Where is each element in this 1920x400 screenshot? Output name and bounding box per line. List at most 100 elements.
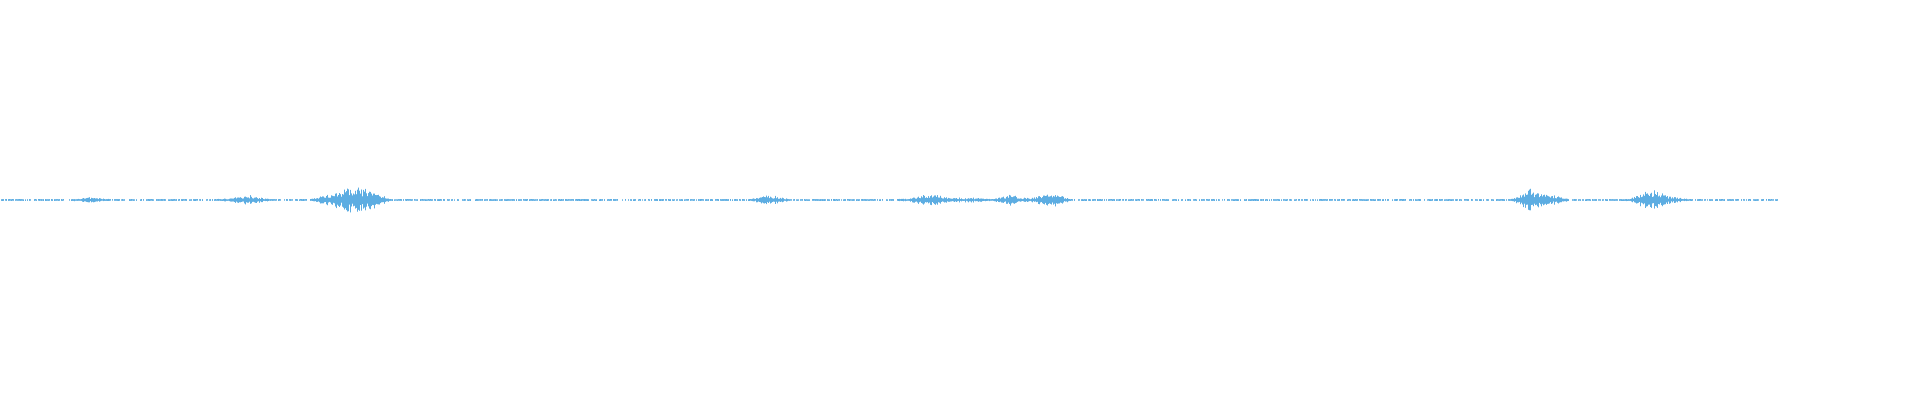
waveform-sample xyxy=(1568,199,1569,201)
waveform-sample xyxy=(724,199,725,201)
waveform-sample xyxy=(1453,199,1454,201)
waveform-sample xyxy=(1043,195,1044,204)
waveform-sample xyxy=(197,199,198,201)
waveform-sample xyxy=(279,199,280,201)
waveform-sample xyxy=(751,199,752,201)
waveform-sample xyxy=(1711,199,1712,201)
waveform-sample xyxy=(1650,193,1651,207)
waveform-sample xyxy=(1219,199,1220,201)
waveform-sample xyxy=(1344,199,1345,201)
waveform-sample xyxy=(1471,199,1472,201)
waveform-sample xyxy=(1042,197,1043,204)
waveform-sample xyxy=(1222,199,1223,201)
waveform-sample xyxy=(343,194,344,208)
waveform-sample xyxy=(448,199,449,201)
waveform-sample xyxy=(1101,199,1102,201)
waveform-sample xyxy=(1607,199,1608,201)
waveform-sample xyxy=(790,199,791,201)
waveform-sample xyxy=(1661,195,1662,206)
waveform-sample xyxy=(1313,199,1314,201)
waveform-sample xyxy=(579,199,580,201)
waveform-sample xyxy=(1456,199,1457,201)
waveform-sample xyxy=(222,199,223,201)
waveform-sample xyxy=(1236,199,1237,201)
waveform-sample xyxy=(1556,198,1557,202)
waveform-sample xyxy=(1401,199,1402,201)
waveform-sample xyxy=(286,199,287,201)
waveform-sample xyxy=(999,197,1000,203)
waveform-sample xyxy=(513,199,514,201)
waveform-sample xyxy=(926,197,927,203)
waveform-sample xyxy=(570,199,571,201)
waveform-sample xyxy=(649,199,650,201)
waveform-sample xyxy=(1353,199,1354,201)
waveform-sample xyxy=(1271,199,1272,201)
waveform-sample xyxy=(364,191,365,208)
waveform-sample xyxy=(694,199,695,201)
waveform-sample xyxy=(179,199,180,201)
waveform-sample xyxy=(462,199,463,201)
waveform-sample xyxy=(505,199,506,201)
waveform-sample xyxy=(318,198,319,202)
waveform-sample xyxy=(991,199,992,201)
waveform-sample xyxy=(1202,199,1203,201)
waveform-sample xyxy=(458,199,459,201)
waveform-sample xyxy=(950,198,951,202)
waveform-sample xyxy=(1585,199,1586,201)
waveform-sample xyxy=(1641,197,1642,203)
waveform-sample xyxy=(1709,199,1710,201)
waveform-sample xyxy=(206,199,207,201)
waveform-sample xyxy=(1612,199,1613,201)
waveform-sample xyxy=(988,199,989,201)
waveform-sample xyxy=(157,199,158,201)
waveform-sample xyxy=(397,199,398,201)
waveform-sample xyxy=(470,199,471,201)
waveform-sample xyxy=(124,199,125,201)
waveform-sample xyxy=(232,198,233,202)
waveform-sample xyxy=(822,199,823,201)
waveform-sample xyxy=(1020,198,1021,202)
waveform-sample xyxy=(158,199,159,201)
waveform-sample xyxy=(1045,196,1046,203)
waveform-sample xyxy=(267,198,268,202)
waveform-sample xyxy=(1029,198,1030,202)
waveform-sample xyxy=(1671,198,1672,202)
waveform-sample xyxy=(354,194,355,206)
waveform-sample xyxy=(841,199,842,201)
waveform-sample xyxy=(545,199,546,201)
waveform-sample xyxy=(109,199,110,201)
waveform-sample xyxy=(1675,197,1676,203)
waveform-sample xyxy=(1590,199,1591,201)
waveform-sample xyxy=(699,199,700,201)
waveform-sample xyxy=(295,199,296,201)
waveform-sample xyxy=(1022,199,1023,201)
waveform-sample xyxy=(227,199,228,201)
waveform-sample xyxy=(1531,194,1532,205)
waveform-sample xyxy=(1729,199,1730,201)
waveform-sample xyxy=(915,198,916,202)
waveform-sample xyxy=(381,198,382,203)
waveform-sample xyxy=(1254,199,1255,201)
waveform-sample xyxy=(1354,199,1355,201)
waveform-sample xyxy=(1404,199,1405,201)
waveform-sample xyxy=(1481,199,1482,201)
waveform-sample xyxy=(859,199,860,201)
waveform-sample xyxy=(1632,197,1633,203)
waveform-sample xyxy=(1108,199,1109,201)
waveform-sample xyxy=(300,199,301,201)
waveform-sample xyxy=(401,199,402,201)
waveform-sample xyxy=(576,199,577,201)
waveform-sample xyxy=(303,199,304,201)
waveform-sample xyxy=(1009,194,1010,204)
waveform-sample xyxy=(828,199,829,201)
waveform-sample xyxy=(1700,199,1701,201)
waveform-sample xyxy=(102,199,103,201)
waveform-sample xyxy=(1295,199,1296,201)
waveform-sample xyxy=(1743,199,1744,201)
waveform-sample xyxy=(132,199,133,201)
waveform-sample xyxy=(1146,199,1147,201)
waveform-sample xyxy=(122,199,123,201)
waveform-sample xyxy=(889,199,890,201)
waveform-sample xyxy=(761,197,762,204)
waveform-sample xyxy=(707,199,708,201)
